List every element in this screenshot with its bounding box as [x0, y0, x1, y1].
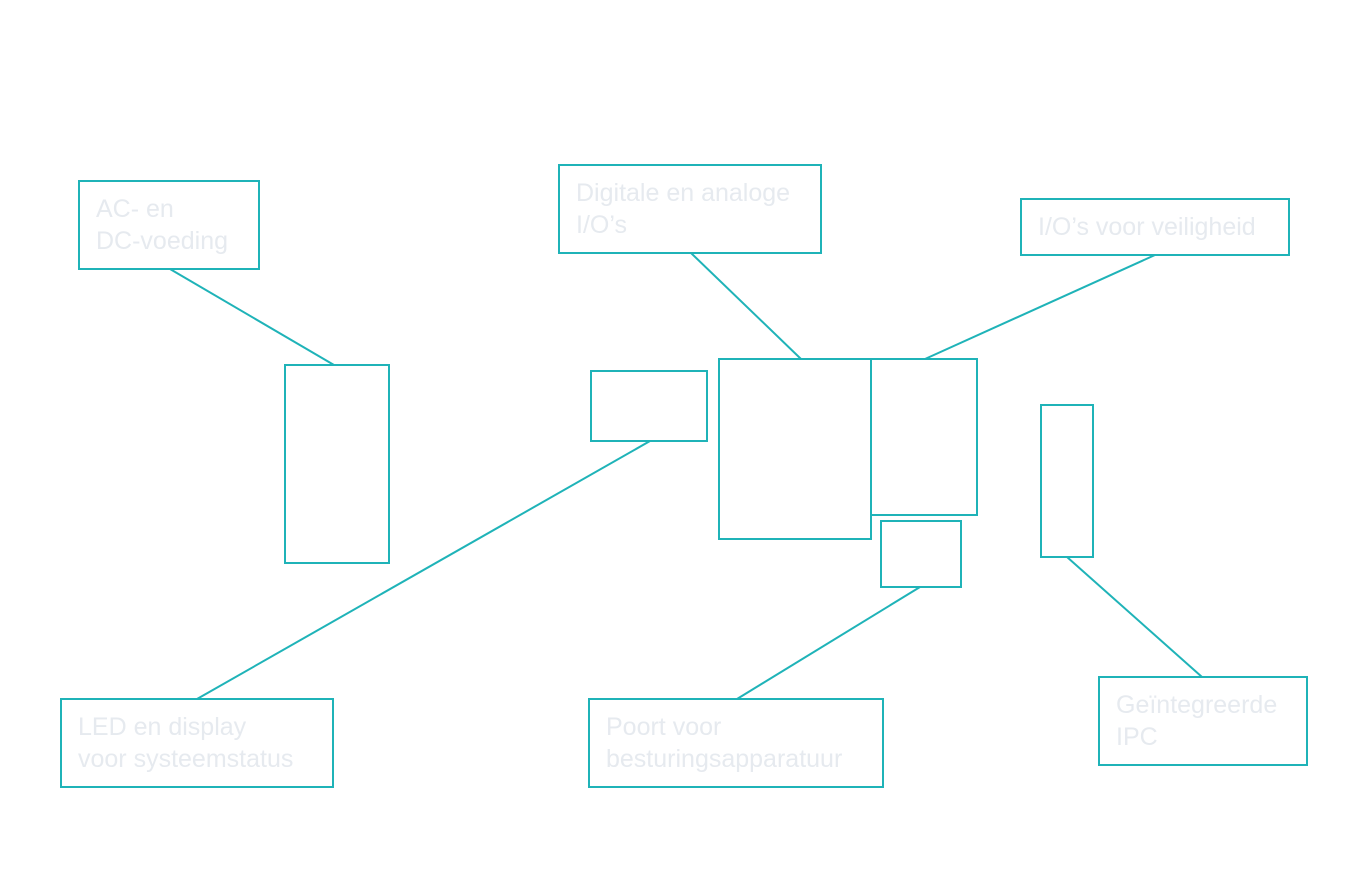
label-safety-io: I/O’s voor veiligheid	[1020, 198, 1290, 256]
label-digital-analog-io: Digitale en analoge I/O’s	[558, 164, 822, 254]
ipc-component	[1040, 404, 1094, 558]
label-ac-dc-power: AC- en DC-voeding	[78, 180, 260, 270]
connector-ac-dc-power	[169, 268, 335, 366]
digital-analog-io-component	[718, 358, 872, 540]
connector-controller-port	[736, 586, 921, 700]
label-integrated-ipc: Geïntegreerde IPC	[1098, 676, 1308, 766]
controller-port-component	[880, 520, 962, 588]
led-display-component	[590, 370, 708, 442]
safety-io-component	[870, 358, 978, 516]
label-controller-port: Poort voor besturingsapparatuur	[588, 698, 884, 788]
connector-digital-analog-io	[690, 252, 802, 360]
connector-led-display	[196, 440, 651, 700]
label-led-display: LED en display voor systeemstatus	[60, 698, 334, 788]
connector-safety-io	[924, 254, 1156, 360]
power-supply-component	[284, 364, 390, 564]
connector-integrated-ipc	[1066, 556, 1203, 678]
